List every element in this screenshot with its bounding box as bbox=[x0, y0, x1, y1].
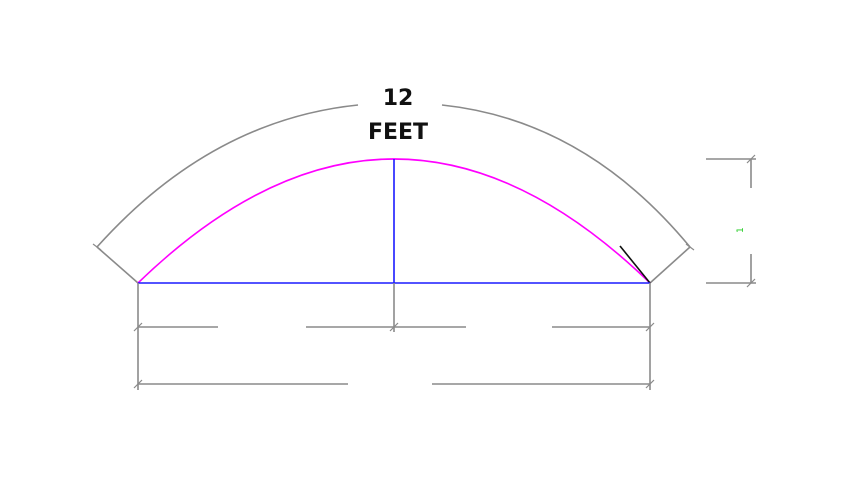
arc-end-segment bbox=[619, 245, 651, 284]
full-chord-tick-1 bbox=[133, 379, 143, 389]
arc-dimension-tick-right bbox=[685, 243, 695, 251]
arc-dimension-terminator-left bbox=[96, 246, 139, 284]
half-chord-tick-1 bbox=[133, 322, 143, 332]
arc-length-value: 12 bbox=[383, 86, 414, 111]
rise-tick-top bbox=[746, 154, 756, 164]
full-chord-tick-2 bbox=[645, 379, 655, 389]
arc-dimension-tick-left bbox=[92, 243, 102, 251]
arc-length-dimension-left bbox=[96, 104, 359, 248]
half-chord-tick-2 bbox=[389, 322, 399, 332]
arc-dimension-terminator-right bbox=[649, 246, 691, 284]
arc-length-unit: FEET bbox=[368, 120, 428, 145]
arc-length-dimension-right bbox=[441, 104, 691, 248]
half-chord-tick-3 bbox=[645, 322, 655, 332]
rise-marker: 1 bbox=[736, 227, 746, 233]
rise-tick-bottom bbox=[746, 278, 756, 288]
